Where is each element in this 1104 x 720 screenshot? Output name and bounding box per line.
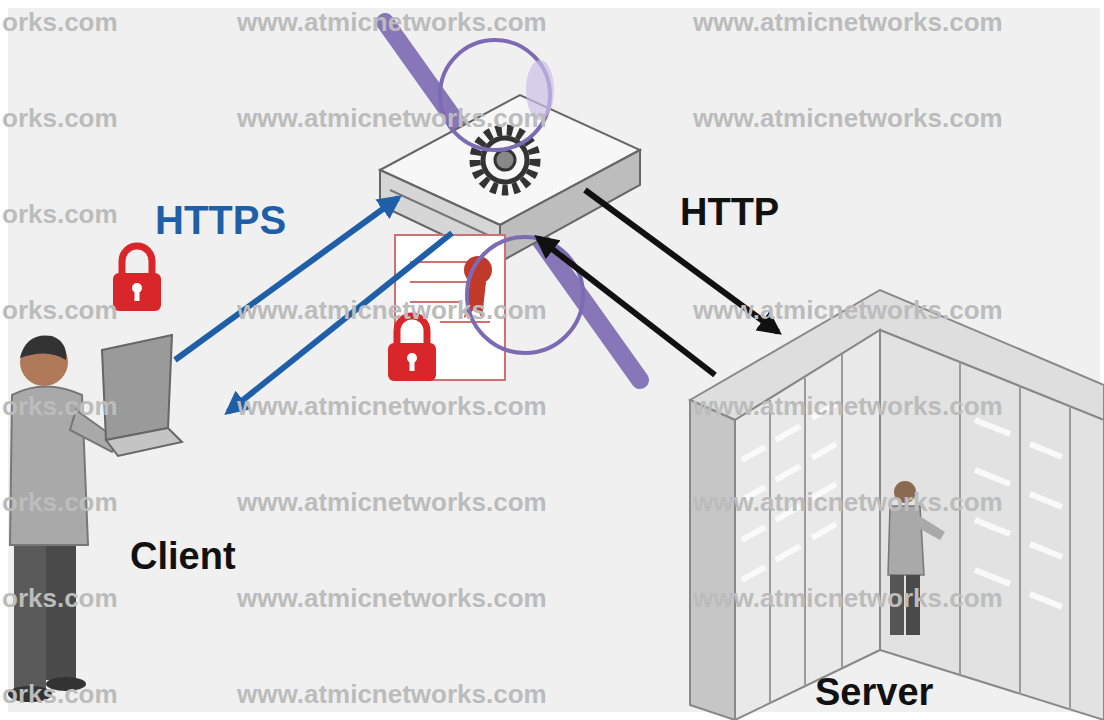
watermark: orks.com <box>2 680 118 709</box>
figure-caption: Client <box>130 536 236 578</box>
watermark: www.atmicnetworks.com <box>693 8 1003 37</box>
watermark: www.atmicnetworks.com <box>237 392 547 421</box>
watermark: orks.com <box>2 200 118 229</box>
watermark: www.atmicnetworks.com <box>237 8 547 37</box>
watermark: orks.com <box>2 8 118 37</box>
watermark: orks.com <box>2 392 118 421</box>
watermark: www.atmicnetworks.com <box>693 488 1003 517</box>
watermark: orks.com <box>2 488 118 517</box>
protocol-label: HTTP <box>680 192 779 234</box>
watermark: orks.com <box>2 104 118 133</box>
watermark: www.atmicnetworks.com <box>693 392 1003 421</box>
watermark: www.atmicnetworks.com <box>693 584 1003 613</box>
watermark: www.atmicnetworks.com <box>237 680 547 709</box>
watermark: www.atmicnetworks.com <box>237 296 547 325</box>
watermark: www.atmicnetworks.com <box>237 584 547 613</box>
watermark: orks.com <box>2 584 118 613</box>
watermark: www.atmicnetworks.com <box>693 296 1003 325</box>
watermark: www.atmicnetworks.com <box>237 488 547 517</box>
watermark: www.atmicnetworks.com <box>693 104 1003 133</box>
watermark: www.atmicnetworks.com <box>237 104 547 133</box>
figure-caption: Server <box>815 672 933 714</box>
protocol-label: HTTPS <box>155 198 286 242</box>
watermark: orks.com <box>2 296 118 325</box>
